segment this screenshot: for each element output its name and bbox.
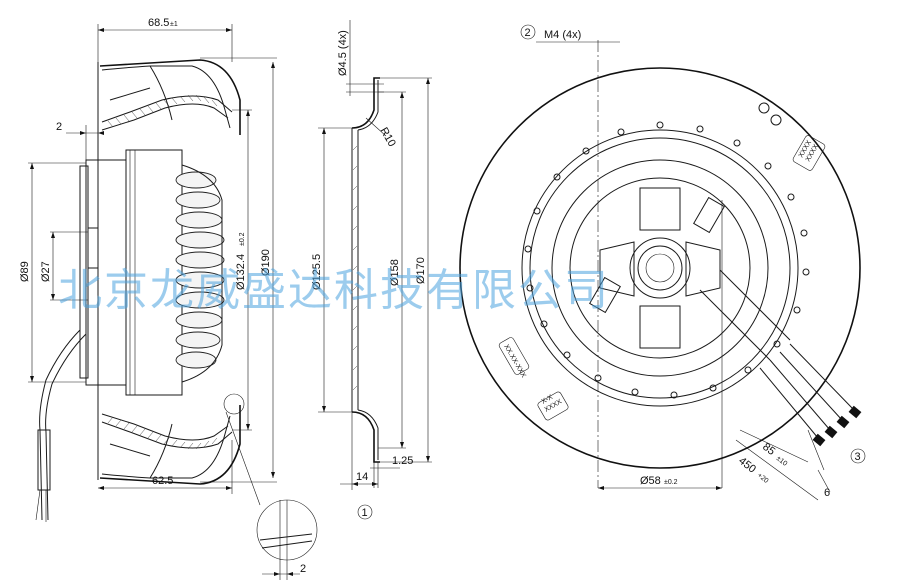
blade-tips: [524, 121, 810, 399]
callout-2: 2: [525, 27, 531, 39]
dim-thread-m4: M4 (4x): [544, 29, 581, 41]
dim-68-5: 68.5: [148, 17, 169, 29]
label-left: XX.XX-XXX: [498, 337, 530, 380]
dim-hole-4-5: Ø4.5 (4x): [337, 30, 349, 76]
motor-fins: [175, 171, 225, 369]
dim-strip-6: 6: [824, 487, 830, 499]
dim-dia-58: Ø58: [640, 475, 661, 487]
dim-detail-2: 2: [300, 563, 306, 575]
dim-dia-132-4: Ø132.4: [235, 254, 247, 290]
inlet-ring-section: Ø4.5 (4x) R10 Ø125.5 Ø158 Ø170 1.25: [311, 20, 432, 520]
dim-dia-170: Ø170: [415, 257, 427, 284]
dim-68-5-tol: ±1: [170, 21, 178, 28]
dim-62-5: 62.5: [152, 475, 173, 487]
dim-dia-27: Ø27: [40, 261, 52, 282]
front-view: 2 M4 (4x) XXXX XXXX XX.XX-XXX X-X XXXX Ø…: [459, 24, 866, 501]
dim-dia-125-5: Ø125.5: [311, 254, 323, 290]
dim-dia-89: Ø89: [19, 261, 31, 282]
dim-lead-450: 450: [736, 455, 758, 476]
callout-1: 1: [362, 507, 368, 519]
dim-14: 14: [356, 471, 368, 483]
dim-lead-85: 85: [760, 441, 777, 458]
dim-dia-158: Ø158: [389, 259, 401, 286]
side-section-view: 68.5 ±1 2 Ø89 Ø27 Ø132.4 ±0.2: [19, 17, 318, 580]
dim-dia-190: Ø190: [260, 249, 272, 276]
dim-dia-58-tol: ±0.2: [664, 479, 678, 486]
dim-thickness-1-25: 1.25: [392, 455, 413, 467]
dim-flange-2: 2: [56, 121, 62, 133]
label-bottom-left: X-X XXXX: [537, 391, 569, 421]
svg-text:XX.XX-XXX: XX.XX-XXX: [502, 344, 527, 380]
dim-lead-85-tol: ±10: [775, 455, 789, 468]
callout-3: 3: [855, 451, 861, 463]
dim-lead-450-tol: +20: [756, 472, 770, 485]
dim-radius-r10: R10: [377, 126, 397, 149]
dim-dia-132-4-tol: ±0.2: [239, 232, 246, 246]
watermark-text: 北京龙威盛达科技有限公司: [58, 265, 610, 316]
label-top-right: XXXX XXXX: [792, 135, 826, 171]
